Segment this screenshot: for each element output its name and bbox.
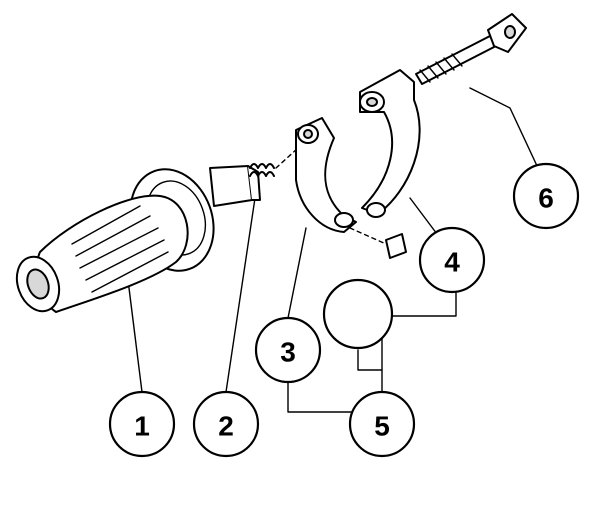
callout-5: 5: [348, 390, 416, 458]
callout-3: 3: [254, 316, 322, 384]
leader-lines: [127, 87, 539, 413]
callout-4-label: 4: [444, 247, 460, 278]
callout-1: 1: [108, 390, 176, 458]
pin: [349, 227, 407, 259]
callout-6: 6: [512, 162, 580, 230]
lower-clamp: [295, 117, 357, 233]
callout-1-label: 1: [134, 411, 150, 442]
callout-5-label: 5: [374, 411, 390, 442]
callout-6-label: 6: [538, 183, 554, 214]
callout-4: 4: [418, 226, 486, 294]
callout-2: 2: [192, 390, 260, 458]
spring: [249, 147, 299, 177]
callout-2-label: 2: [218, 411, 234, 442]
callout-blank: [322, 278, 394, 350]
throttle-grip: [15, 165, 261, 313]
callout-3-label: 3: [280, 337, 296, 368]
upper-clamp: [359, 69, 421, 218]
adjusting-screw: [415, 13, 527, 85]
